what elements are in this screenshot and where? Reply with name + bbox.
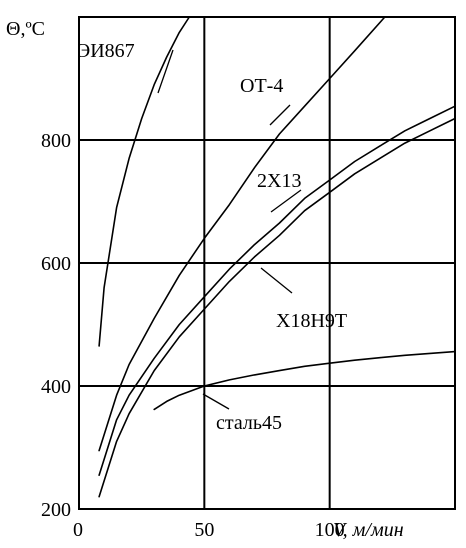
series-line-2х13 bbox=[98, 105, 456, 476]
series-line-от-4 bbox=[98, 16, 386, 452]
leader-line-2х13 bbox=[270, 189, 302, 213]
series-line-эи867 bbox=[98, 16, 191, 347]
y-axis-title: Θ,ºC bbox=[6, 18, 45, 40]
leader-line-от-4 bbox=[269, 104, 291, 126]
series-line-сталь45 bbox=[153, 350, 456, 411]
x-axis-title: V, м/мин bbox=[333, 519, 404, 541]
y-tick-label-200: 200 bbox=[41, 499, 71, 521]
leader-line-эи867 bbox=[157, 49, 174, 94]
plot-frame bbox=[78, 16, 456, 510]
series-label-эи867: ЭИ867 bbox=[77, 40, 135, 62]
x-axis-unit: , м/мин bbox=[343, 519, 404, 541]
series-group bbox=[98, 16, 456, 498]
series-label-сталь45: сталь45 bbox=[216, 412, 282, 434]
x-tick-label-50: 50 bbox=[194, 519, 214, 541]
grid bbox=[79, 17, 455, 509]
y-tick-label-400: 400 bbox=[41, 376, 71, 398]
series-label-от-4: ОТ-4 bbox=[240, 75, 283, 97]
series-label-2х13: 2Х13 bbox=[257, 170, 301, 192]
series-line-х18н9т bbox=[98, 117, 456, 498]
x-tick-label-100: 100 bbox=[315, 519, 345, 541]
y-tick-label-600: 600 bbox=[41, 253, 71, 275]
y-tick-label-800: 800 bbox=[41, 130, 71, 152]
tick-labels: 200 400 600 800 0 50 100 bbox=[41, 130, 345, 541]
x-tick-label-0: 0 bbox=[73, 519, 83, 541]
series-label-х18н9т: Х18Н9Т bbox=[276, 310, 347, 332]
leader-line-х18н9т bbox=[260, 267, 293, 294]
leader-line-сталь45 bbox=[202, 393, 230, 410]
